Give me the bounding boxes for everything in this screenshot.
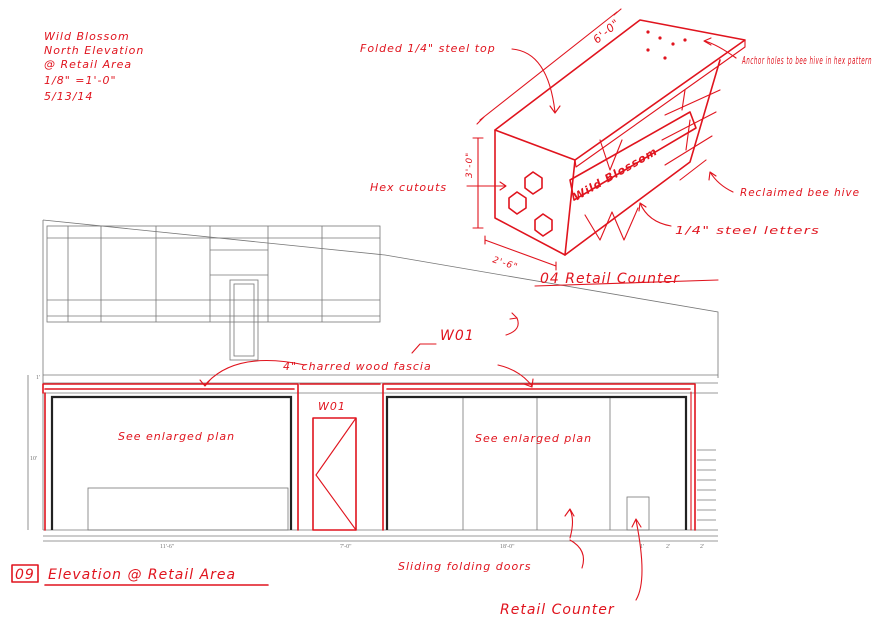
label-hex-cutouts: Hex cutouts bbox=[370, 181, 447, 194]
sliding-leader bbox=[564, 508, 575, 539]
caption-title: Elevation @ Retail Area bbox=[48, 567, 236, 583]
label-plan-left: See enlarged plan bbox=[118, 430, 235, 443]
label-steel-letters: 1/4" steel letters bbox=[675, 224, 820, 237]
dim-tick-text: 2' bbox=[666, 544, 670, 550]
note-location: @ Retail Area bbox=[44, 58, 132, 71]
w01-door bbox=[312, 417, 357, 531]
retail-counter-sketch bbox=[466, 8, 746, 287]
caption-number-box bbox=[11, 564, 39, 583]
label-retail-counter: Retail Counter bbox=[500, 602, 615, 618]
caption-number: 09 bbox=[15, 567, 35, 583]
sliding-leader-tail bbox=[569, 539, 585, 569]
dim-tick-text: 10' bbox=[30, 456, 37, 462]
note-scale: 1/8" =1'-0" bbox=[44, 74, 117, 87]
dim-depth-label: 2'-6" bbox=[491, 255, 519, 273]
label-plan-right: See enlarged plan bbox=[475, 432, 592, 445]
fascia-leader-right bbox=[497, 364, 534, 388]
label-folded-steel-top: Folded 1/4" steel top bbox=[360, 42, 496, 55]
fascia-outline bbox=[42, 383, 696, 531]
note-view-name: North Elevation bbox=[44, 44, 144, 57]
dim-tick-text: 18'-0" bbox=[500, 544, 515, 550]
label-reclaimed-hive: Reclaimed bee hive bbox=[740, 186, 860, 199]
dim-height-label: 3'-0" bbox=[465, 152, 475, 178]
label-top-text: Folded 1/4" steel top bbox=[360, 42, 496, 55]
fascia-leader-left bbox=[199, 359, 306, 387]
dim-width-label: 6'-0" bbox=[591, 16, 623, 46]
building-elevation-linework: 1' 10' 11'-6" 7'-0" 18'-0" 1' 2' 2' bbox=[27, 219, 719, 550]
dim-tick-text: 1' bbox=[36, 375, 40, 381]
label-sliding-doors: Sliding folding doors bbox=[398, 560, 531, 573]
note-project-name: Wild Blossom bbox=[44, 30, 130, 43]
label-w01-top: W01 bbox=[440, 328, 475, 344]
dim-tick-text: 2' bbox=[700, 544, 704, 550]
w01-leader bbox=[411, 312, 519, 354]
counter-leader bbox=[631, 518, 643, 601]
dim-tick-text: 7'-0" bbox=[340, 544, 352, 550]
label-w01-door: W01 bbox=[318, 400, 346, 413]
dim-tick-text: 11'-6" bbox=[160, 544, 175, 550]
label-anchor-holes: Anchor holes to bee hive in hex pattern bbox=[741, 54, 872, 67]
header-note: Wild Blossom North Elevation @ Retail Ar… bbox=[44, 30, 144, 103]
counter-caption: 04 Retail Counter bbox=[540, 271, 680, 287]
label-fascia: 4" charred wood fascia bbox=[283, 360, 432, 373]
note-date: 5/13/14 bbox=[44, 90, 93, 103]
dim-tick-text: 1' bbox=[640, 544, 644, 550]
opening-frames bbox=[50, 395, 688, 530]
